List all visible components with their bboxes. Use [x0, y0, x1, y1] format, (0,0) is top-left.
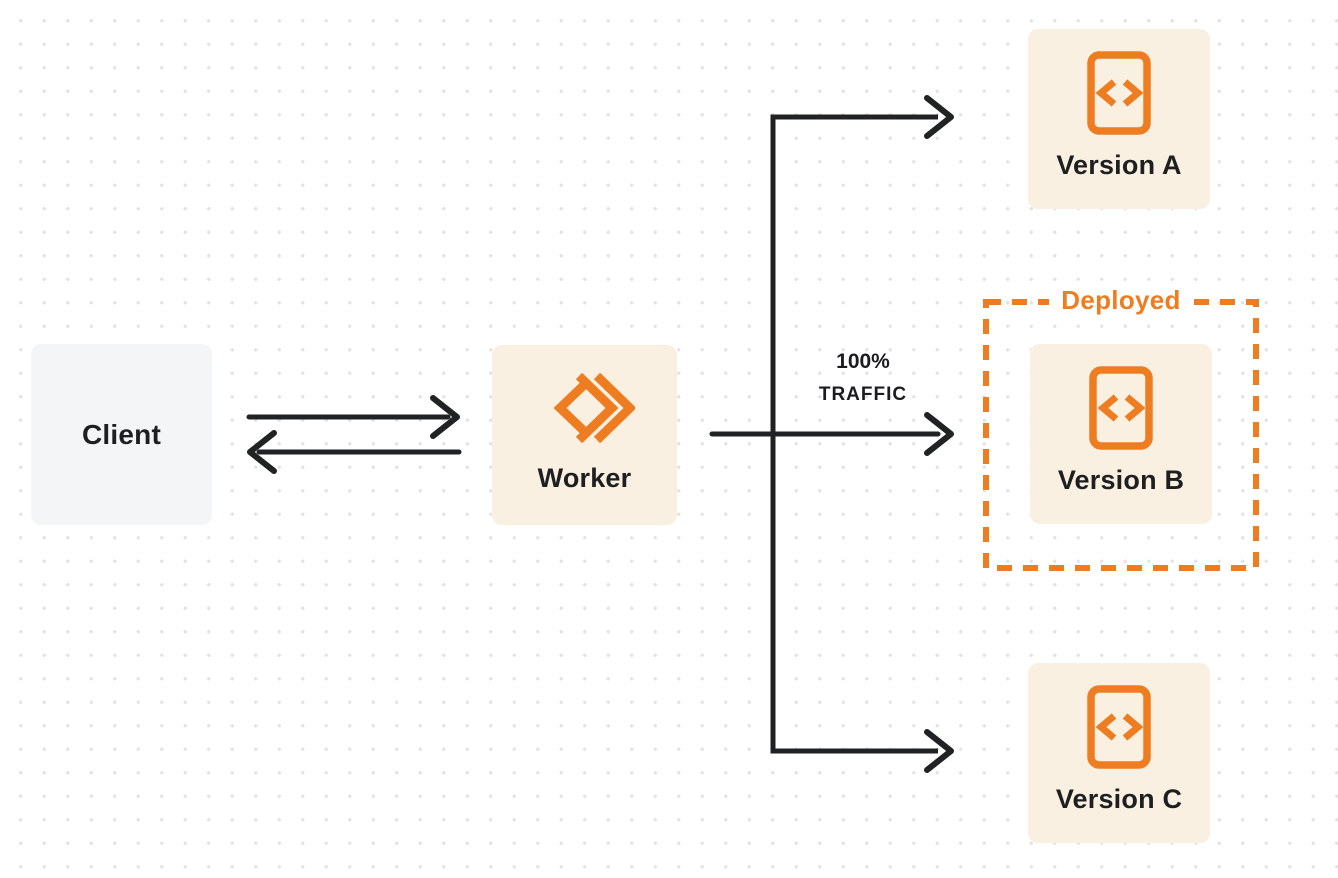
worker-node: Worker: [492, 345, 677, 525]
version-b-label: Version B: [1057, 465, 1185, 495]
traffic-percent-text: 100%: [836, 350, 890, 373]
arrowhead-version-c: [924, 729, 954, 773]
code-file-icon: [1089, 366, 1153, 450]
worker-label: Worker: [537, 463, 632, 493]
deployed-tag-wrap: Deployed: [986, 285, 1256, 316]
arrowhead-version-b: [924, 412, 954, 456]
client-label: Client: [82, 418, 161, 450]
version-c-node: Version C: [1028, 663, 1210, 843]
code-file-icon: [1087, 685, 1151, 769]
version-c-label: Version C: [1055, 784, 1183, 814]
code-file-icon: [1087, 51, 1151, 135]
client-to-worker-arrow: [246, 395, 460, 439]
version-a-node: Version A: [1028, 29, 1210, 209]
traffic-word-text: TRAFFIC: [818, 384, 908, 405]
version-b-node: Version B: [1030, 344, 1212, 524]
deployed-tag: Deployed: [1049, 285, 1193, 316]
worker-branch-lines: [709, 95, 954, 773]
client-node: Client: [31, 344, 212, 525]
worker-to-client-arrow: [247, 430, 462, 474]
traffic-annotation: 100% TRAFFIC: [763, 350, 963, 407]
version-a-label: Version A: [1056, 150, 1182, 180]
arrowhead-version-a: [924, 95, 954, 139]
cloudflare-workers-logo-icon: [552, 372, 635, 444]
